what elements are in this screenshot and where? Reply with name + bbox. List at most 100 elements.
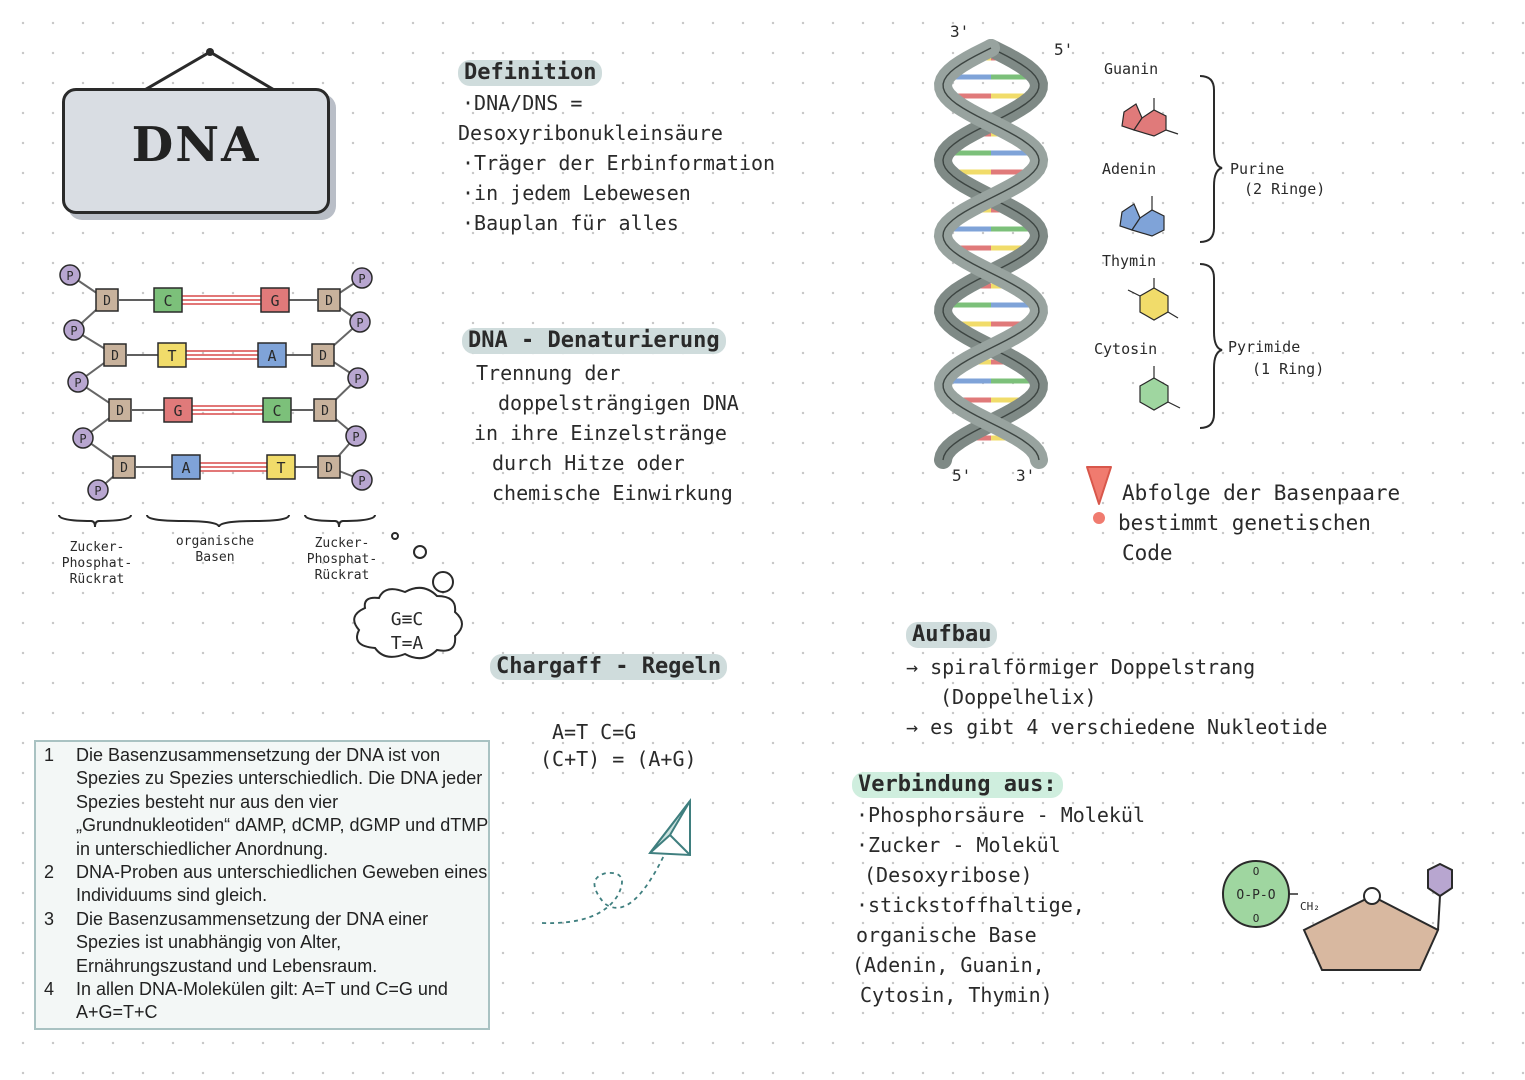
bubble-gc: G≡C [390,609,424,630]
sugar-label: D [116,404,124,419]
chargaff-rule: 3 Die Basenzusammensetzung der DNA einer … [36,908,488,978]
page-title: DNA [131,117,261,173]
sugar-icon [112,455,136,479]
label-cytosin: Cytosin [1094,340,1158,358]
aufbau-section: Aufbau → spiralförmiger Doppelstrang (Do… [906,622,1327,742]
base-right-label: C [272,402,281,420]
rule-number: 3 [44,908,55,929]
phosphate-icon [347,367,369,389]
base-right [266,454,296,480]
definition-section: Definition ·DNA/DNS =Desoxyribonukleinsä… [458,60,775,238]
rule-text: In allen DNA-Molekülen gilt: A=T und C=G… [76,979,448,1023]
verbindung-section: Verbindung aus: ·Phosphorsäure - Molekül… [852,772,1145,1010]
label-purine-sub: (2 Ringe) [1244,180,1326,198]
warning-line-3: Code [1122,541,1173,565]
rule-number: 2 [44,862,55,883]
base-structures [1119,98,1181,411]
base-left [171,454,201,480]
base-right [257,342,287,368]
ch2-label: CH₂ [1300,900,1320,913]
label-backbone-left: Zucker- Phosphat- Rückrat [61,540,133,587]
definition-line-1: ·DNA/DNS = [462,91,583,115]
sugar-label: D [321,404,329,419]
aufbau-line-3: → es gibt 4 verschiedene Nukleotide [906,715,1328,739]
thought-bubble [353,532,463,660]
guanin-molecule-icon [1121,98,1179,137]
sugar-label: D [111,349,119,364]
verbindung-lines: ·Phosphorsäure - Molekül ·Zucker - Molekü… [852,800,1145,1010]
nucleotide-diagram: O-P-O O O CH₂ [1222,860,1453,971]
thymin-molecule-icon [1127,278,1179,321]
definition-lines: ·DNA/DNS =Desoxyribonukleinsäure·Träger … [458,88,775,238]
phosphate-icon [87,479,109,501]
sugar-label: D [325,294,333,309]
warning-text: Abfolge der Basenpaare bestimmt genetisc… [1118,478,1401,568]
rule-text: Die Basenzusammensetzung der DNA ist von… [76,745,488,859]
denat-line-1: Trennung der [476,361,621,385]
rule-number: 1 [44,745,55,765]
verbindung-line-7: Cytosin, Thymin) [860,983,1053,1007]
helix-label-bottom-right: 3' [1016,466,1036,485]
warning-icon [1086,466,1112,524]
sugar-label: D [319,349,327,364]
definition-line-5: ·Bauplan für alles [462,211,679,235]
verbindung-line-2: ·Zucker - Molekül [856,833,1061,857]
chargaff-heading: Chargaff - Regeln [490,654,728,680]
phosphate-label: P [70,324,77,338]
base-right [260,287,290,313]
denaturation-lines: Trennung der doppelsträngigen DNA in ihr… [462,358,739,508]
phosphate-icon [351,469,373,491]
cytosin-molecule-icon [1139,366,1181,411]
label-pyrimide-sub: (1 Ring) [1252,360,1325,378]
base-left [163,397,193,423]
helix-label-top-left: 3' [950,22,970,41]
sugar-icon [311,343,335,367]
sugar-icon [313,398,337,422]
verbindung-line-5: organische Base [856,923,1037,947]
verbindung-line-6: (Adenin, Guanin, [852,953,1045,977]
phosphate-label: P [74,376,81,390]
sugar-icon [95,288,119,312]
base-left-label: T [167,347,176,365]
sugar-icon [317,455,341,479]
adenin-molecule-icon [1119,196,1165,237]
rule-number: 4 [44,979,55,1000]
aufbau-line-2: (Doppelhelix) [940,685,1097,709]
denat-line-2: doppelsträngigen DNA [498,391,739,415]
phosphate-icon [67,371,89,393]
sugar-label: D [325,461,333,476]
base-right-label: T [276,459,285,477]
warning-line-1: Abfolge der Basenpaare [1122,481,1401,505]
ladder-braces [58,514,376,528]
label-bases: organische Basen [175,534,255,565]
verbindung-line-4: ·stickstoffhaltige, [856,893,1085,917]
warning-line-2: bestimmt genetischen [1118,511,1371,535]
phosphate-label: P [354,372,361,386]
definition-line-3: ·Träger der Erbinformation [462,151,776,175]
base-right-label: G [270,292,279,310]
denaturation-section: DNA - Denaturierung Trennung der doppels… [462,328,739,508]
title-sign: DNA [62,88,330,214]
aufbau-line-1: → spiralförmiger Doppelstrang [906,655,1256,679]
chargaff-rule: 1 Die Basenzusammensetzung der DNA ist vo… [36,744,488,861]
rule-text: Die Basenzusammensetzung der DNA einer S… [76,908,429,976]
verbindung-line-1: ·Phosphorsäure - Molekül [856,803,1145,827]
denat-line-3: in ihre Einzelstränge [474,421,727,445]
label-adenin: Adenin [1102,160,1157,178]
phosphate-label: P [66,269,73,283]
label-backbone-right: Zucker- Phosphat- Rückrat [306,536,378,583]
sugar-icon [317,288,341,312]
verbindung-heading: Verbindung aus: [852,772,1063,798]
sugar-label: D [103,294,111,309]
base-left [157,342,187,368]
sugar-label: D [120,461,128,476]
sugar-icon [108,398,132,422]
rule-text: DNA-Proben aus unterschiedlichen Geweben… [76,862,488,906]
double-helix-diagram [933,39,1049,469]
chargaff-rule: 4 In allen DNA-Molekülen gilt: A=T und C=… [36,978,488,1025]
phosphate-label: P [356,316,363,330]
sugar-pentagon-icon [1302,894,1440,971]
base-left-label: G [173,402,182,420]
chargaff-rules-box: 1 Die Basenzusammensetzung der DNA ist vo… [34,740,490,1030]
